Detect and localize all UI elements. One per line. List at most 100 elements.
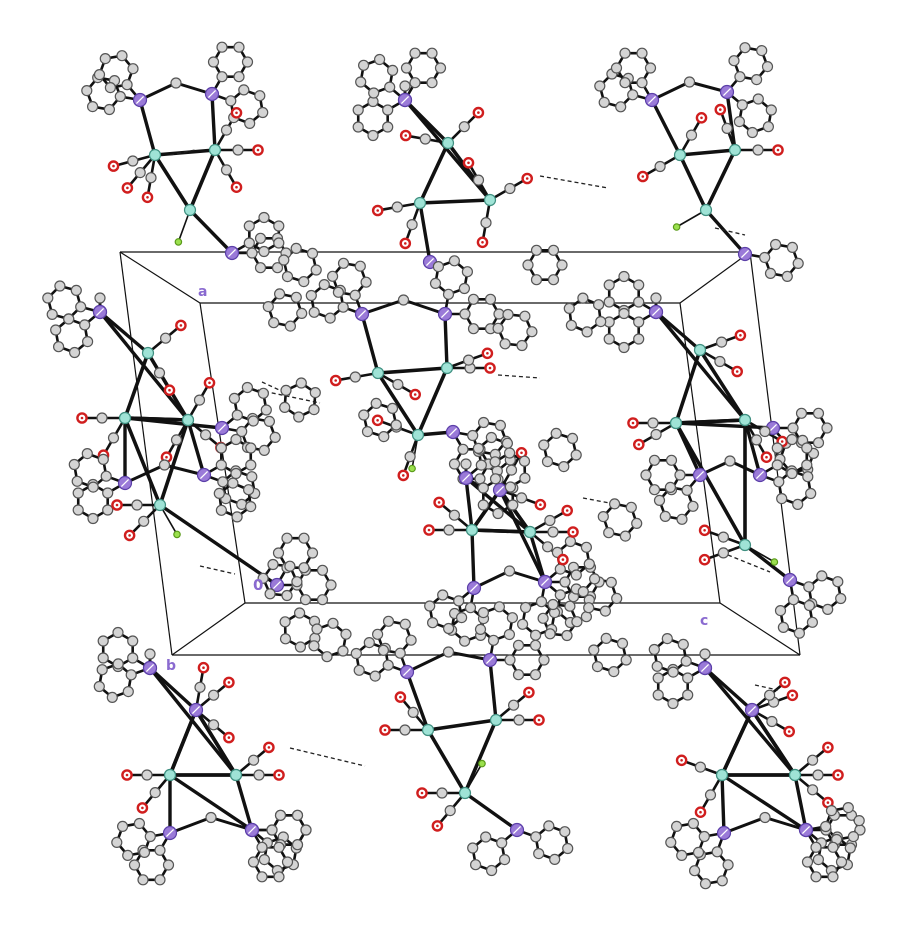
- hydrogen-atom: [673, 224, 679, 230]
- carbon-atom: [532, 275, 542, 285]
- carbon-atom: [634, 280, 644, 290]
- oxygen-atom-core: [436, 825, 439, 828]
- carbon-atom: [83, 337, 93, 347]
- oxygen-atom-core: [827, 801, 830, 804]
- carbon-atom: [628, 90, 638, 100]
- carbon-atom: [308, 248, 318, 258]
- oxygen-atom-core: [399, 696, 402, 699]
- carbon-atom: [385, 82, 395, 92]
- carbon-atom: [833, 577, 843, 587]
- carbon-atom: [257, 842, 267, 852]
- carbon-atom: [395, 648, 405, 658]
- carbon-atom: [459, 122, 469, 132]
- carbon-atom: [294, 412, 304, 422]
- carbon-atom: [280, 617, 290, 627]
- carbon-atom: [444, 525, 454, 535]
- carbon-atom: [610, 499, 620, 509]
- carbon-atom: [206, 813, 216, 823]
- carbon-atom: [265, 589, 275, 599]
- carbon-atom: [400, 619, 410, 629]
- carbon-atom: [604, 297, 614, 307]
- carbon-atom: [717, 337, 727, 347]
- carbon-atom: [231, 435, 241, 445]
- oxygen-atom-core: [202, 666, 205, 669]
- carbon-atom: [489, 635, 499, 645]
- oxygen-atom-core: [126, 187, 129, 190]
- carbon-atom: [668, 667, 678, 677]
- carbon-atom: [500, 855, 510, 865]
- carbon-atom: [600, 606, 610, 616]
- oxygen-atom-core: [784, 681, 787, 684]
- carbon-atom: [637, 78, 647, 88]
- carbon-atom: [514, 670, 524, 680]
- carbon-atom: [699, 832, 709, 842]
- carbon-atom: [621, 655, 631, 665]
- carbon-atom: [609, 667, 619, 677]
- metal-atom: [231, 770, 242, 781]
- oxygen-atom-core: [489, 367, 492, 370]
- oxygen-atom-core: [700, 117, 703, 120]
- carbon-atom: [503, 310, 513, 320]
- carbon-atom: [309, 405, 319, 415]
- carbon-atom: [393, 380, 403, 390]
- carbon-atom: [254, 770, 264, 780]
- carbon-atom: [667, 455, 677, 465]
- carbon-atom: [130, 860, 140, 870]
- carbon-atom: [444, 647, 454, 657]
- carbon-atom: [117, 51, 127, 61]
- carbon-atom: [458, 444, 468, 454]
- oxygen-atom-core: [81, 417, 84, 420]
- carbon-atom: [655, 162, 665, 172]
- carbon-atom: [474, 175, 484, 185]
- carbon-atom: [634, 317, 644, 327]
- oxygen-atom-core: [235, 112, 238, 115]
- oxygen-atom-core: [739, 334, 742, 337]
- carbon-atom: [400, 725, 410, 735]
- carbon-atom: [653, 690, 663, 700]
- carbon-atom: [326, 580, 336, 590]
- carbon-atom: [517, 493, 527, 503]
- carbon-atom: [648, 418, 658, 428]
- carbon-atom: [590, 574, 600, 584]
- carbon-atom: [466, 603, 476, 613]
- carbon-atom: [239, 85, 249, 95]
- carbon-atom: [267, 825, 277, 835]
- metal-atom: [150, 150, 161, 161]
- carbon-atom: [276, 810, 286, 820]
- carbon-atom: [500, 339, 510, 349]
- carbon-atom: [478, 608, 488, 618]
- carbon-atom: [249, 857, 259, 867]
- oxygen-atom-core: [376, 419, 379, 422]
- oxygen-atom-core: [680, 759, 683, 762]
- carbon-atom: [410, 48, 420, 58]
- metal-atom: [210, 145, 221, 156]
- carbon-atom: [373, 629, 383, 639]
- carbon-atom: [378, 645, 388, 655]
- carbon-atom: [531, 640, 541, 650]
- carbon-atom: [531, 670, 541, 680]
- carbon-atom: [123, 850, 133, 860]
- carbon-atom: [97, 665, 107, 675]
- carbon-atom: [828, 872, 838, 882]
- carbon-atom: [325, 313, 335, 323]
- carbon-atom: [581, 542, 591, 552]
- carbon-atom: [604, 528, 614, 538]
- carbon-atom: [681, 656, 691, 666]
- carbon-atom: [244, 221, 254, 231]
- carbon-atom: [275, 289, 285, 299]
- oxygen-atom-core: [699, 811, 702, 814]
- carbon-atom: [112, 837, 122, 847]
- oxygen-atom-core: [208, 382, 211, 385]
- carbon-atom: [531, 630, 541, 640]
- carbon-atom: [132, 500, 142, 510]
- carbon-atom: [281, 634, 291, 644]
- carbon-atom: [508, 500, 518, 510]
- carbon-atom: [299, 563, 309, 573]
- carbon-atom: [468, 431, 478, 441]
- carbon-atom: [475, 474, 485, 484]
- carbon-atom: [559, 462, 569, 472]
- carbon-atom: [296, 378, 306, 388]
- carbon-atom: [777, 494, 787, 504]
- carbon-atom: [772, 443, 782, 453]
